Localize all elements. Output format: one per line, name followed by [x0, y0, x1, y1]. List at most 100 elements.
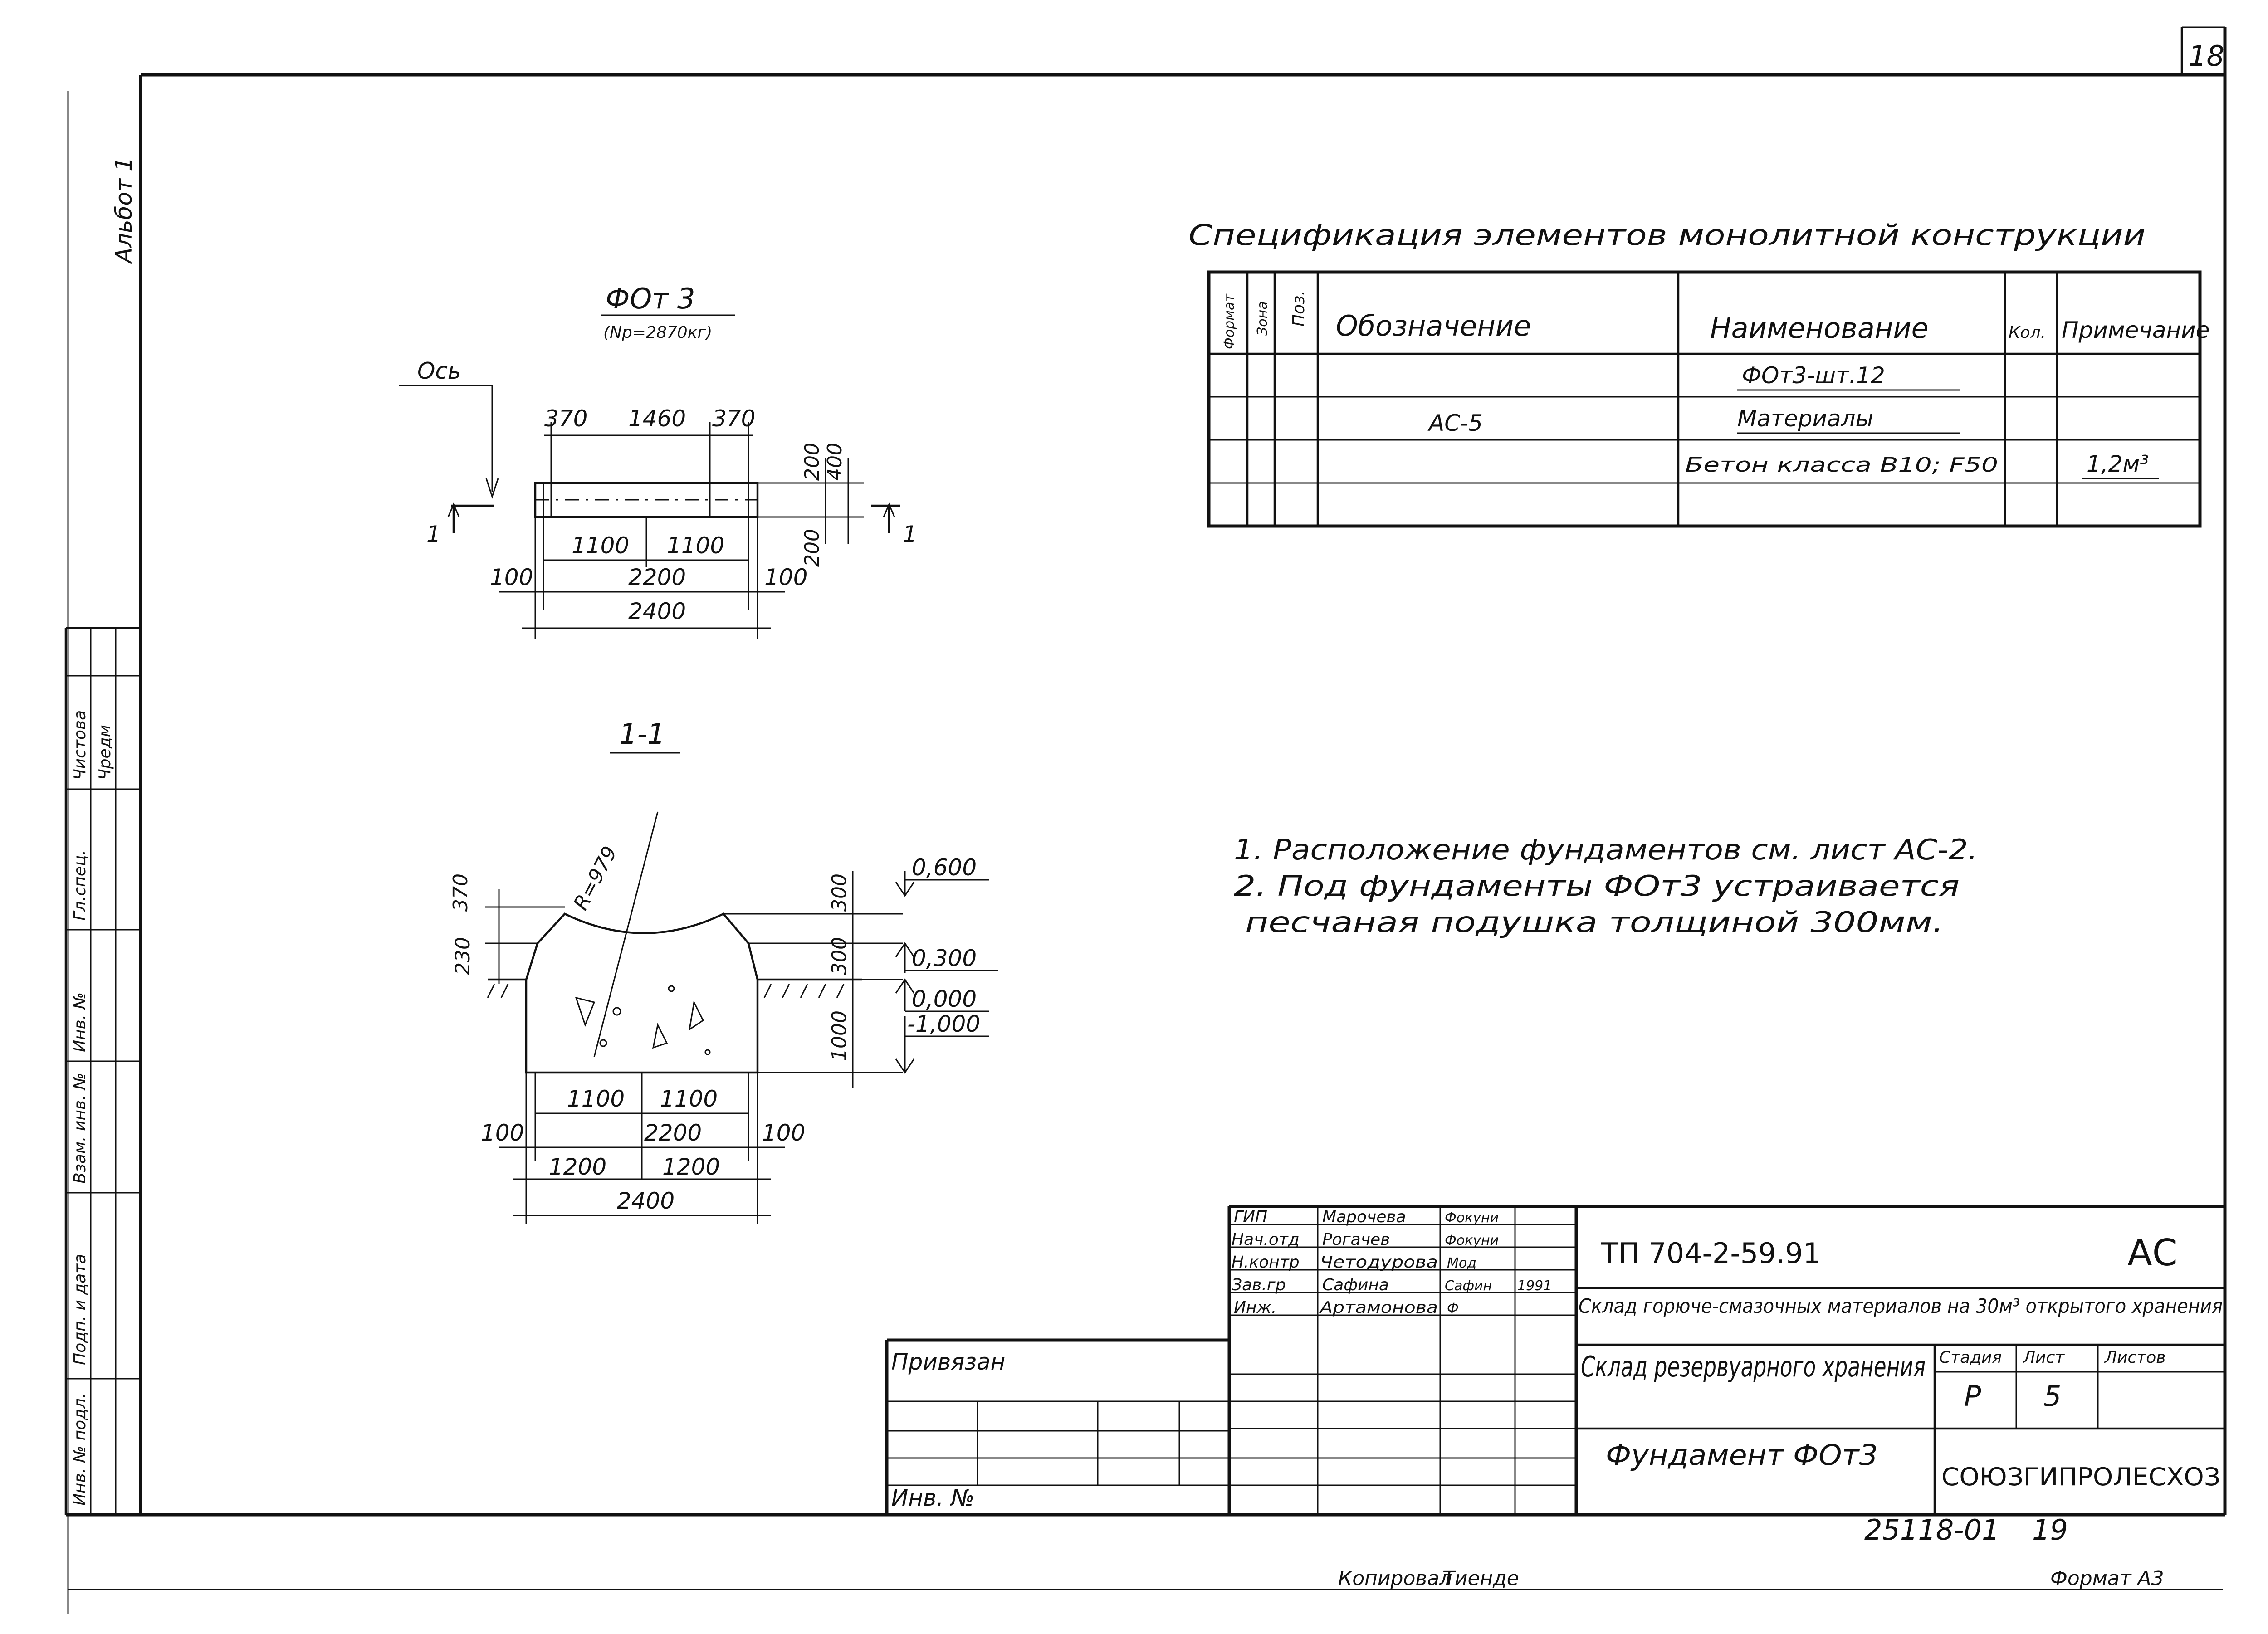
copied-label: Копировал	[1338, 1567, 1452, 1590]
spec-header-note: Примечание	[2062, 317, 2209, 343]
section-dim-b2-3: 100	[762, 1120, 805, 1146]
page-number: 18	[2189, 39, 2224, 73]
stamp-sheet-label: Лист	[2022, 1348, 2065, 1367]
inv-no-label: Инв. №	[891, 1485, 974, 1511]
stamp-sign-3: Мод	[1447, 1255, 1476, 1271]
level-1: 0,600	[912, 854, 977, 881]
section-dim-b1-1: 1100	[567, 1086, 625, 1112]
stamp-name-1: Марочева	[1322, 1208, 1406, 1226]
plan-title: ФОт 3	[606, 282, 695, 315]
radius-label: R=979	[569, 843, 622, 914]
doc-number: 25118-01	[1864, 1513, 2000, 1546]
stamp-role-5: Инж.	[1234, 1298, 1276, 1317]
plan-dim-top-3: 370	[712, 405, 755, 432]
privyazan-label: Привязан	[891, 1349, 1005, 1375]
plan-dim-right-2: 400	[823, 443, 846, 481]
stamp-drawing-title: Фундамент ФОт3	[1606, 1439, 1878, 1472]
left-strip: Инв. № подл. Подп. и дата Взам. инв. № И…	[64, 627, 141, 1515]
stamp-sign-1: Фокуни	[1445, 1210, 1499, 1226]
album-label: Альбот 1	[111, 157, 137, 264]
section-dim-b1-2: 1100	[660, 1086, 718, 1112]
section-mark-right: 1	[903, 521, 917, 547]
note-1: 1. Расположение фундаментов см. лист АС-…	[1234, 833, 1978, 866]
stamp-sign-2: Фокуни	[1445, 1233, 1499, 1249]
plan-dim-top-2: 1460	[628, 405, 686, 432]
stamp-role-3: Н.контр	[1232, 1253, 1300, 1272]
plan-dim-b2-1: 100	[490, 564, 533, 590]
stamp-role-2: Нач.отд	[1232, 1230, 1300, 1249]
spec-row-2-name: Материалы	[1737, 405, 1873, 432]
plan-view: ФОт 3 (Np=2870кг) Ось 1 1 370 1460 370	[399, 282, 917, 639]
level-3: 0,000	[912, 986, 977, 1012]
level-4: -1,000	[907, 1011, 980, 1037]
copied-signature: Тиенде	[1442, 1567, 1519, 1590]
section-mark-left: 1	[426, 521, 441, 547]
spec-title: Спецификация элементов монолитной констр…	[1188, 219, 2146, 252]
section-dim-left-1: 370	[449, 873, 472, 912]
section-dim-b2-2: 2200	[644, 1120, 702, 1146]
section-dim-right-3: 1000	[828, 1010, 851, 1061]
spec-header-pos: Поз.	[1290, 290, 1308, 327]
plan-dim-right-3: 200	[801, 529, 824, 567]
strip-label-7: Чредм	[96, 725, 114, 780]
section-view: 1-1 R=979 370 230	[449, 717, 998, 1224]
spec-header-zone: Зона	[1255, 301, 1271, 336]
plan-dim-b1-1: 1100	[572, 532, 629, 559]
stamp-sheet: 5	[2043, 1380, 2061, 1413]
sheet-frame	[66, 26, 2227, 1614]
plan-dim-top-1: 370	[544, 405, 587, 432]
strip-label-3: Взам. инв. №	[71, 1073, 89, 1184]
plan-dim-b1-2: 1100	[667, 532, 724, 559]
stamp-stage: Р	[1964, 1380, 1981, 1413]
stamp-sign-5: Ф	[1447, 1301, 1459, 1317]
title-block: Привязан Инв. № ГИП Марочева Фокуни Нач.…	[885, 1205, 2225, 1515]
stamp-sheets-label: Листов	[2104, 1348, 2165, 1367]
stamp-name-5: Артамонова	[1319, 1298, 1438, 1317]
stamp-stage-label: Стадия	[1939, 1348, 2002, 1367]
strip-label-6: Чистова	[71, 710, 89, 780]
axis-label: Ось	[417, 358, 461, 384]
strip-label-1: Инв. № подл.	[71, 1393, 89, 1506]
stamp-name-2: Рогачев	[1322, 1230, 1390, 1249]
section-dim-right-2: 300	[828, 937, 851, 975]
stamp-mark: АС	[2127, 1232, 2178, 1274]
stamp-organization: СОЮЗГИПРОЛЕСХОЗ	[1941, 1463, 2220, 1491]
section-dim-b3-1: 1200	[549, 1154, 606, 1180]
spec-row-3-name: Бетон класса В10; F50	[1685, 454, 1998, 477]
plan-dim-b3-1: 2400	[628, 598, 686, 624]
stamp-name-4: Сафина	[1322, 1276, 1389, 1294]
stamp-building-title: Склад резервуарного хранения	[1581, 1350, 1926, 1383]
format-label: Формат А3	[2050, 1567, 2164, 1590]
note-3: песчаная подушка толщиной 300мм.	[1245, 906, 1944, 939]
section-dim-b4-1: 2400	[617, 1188, 675, 1214]
spec-row-2-designation: АС-5	[1427, 410, 1483, 436]
section-dim-left-2: 230	[451, 937, 474, 975]
notes: 1. Расположение фундаментов см. лист АС-…	[1234, 833, 1978, 939]
plan-dim-right-1: 200	[801, 443, 824, 481]
section-dim-right-1: 300	[828, 873, 851, 912]
spec-row-3-note: 1,2м³	[2087, 451, 2149, 477]
spec-row-1-name: ФОт3-шт.12	[1742, 362, 1885, 389]
spec-table: Спецификация элементов монолитной констр…	[1188, 219, 2209, 528]
stamp-sign-4: Сафин	[1445, 1278, 1492, 1294]
stamp-role-4: Зав.гр	[1232, 1276, 1286, 1294]
stamp-project-title: Склад горюче-смазочных материалов на 30м…	[1579, 1295, 2223, 1318]
spec-header-qty: Кол.	[2009, 323, 2046, 342]
stamp-date-4: 1991	[1517, 1278, 1552, 1294]
strip-label-4: Инв. №	[71, 992, 89, 1052]
plan-dim-b2-3: 100	[764, 564, 807, 590]
section-title: 1-1	[619, 717, 665, 751]
section-dim-b2-1: 100	[481, 1120, 524, 1146]
spec-header-format: Формат	[1222, 293, 1237, 349]
note-2: 2. Под фундаменты ФОт3 устраивается	[1234, 869, 1960, 902]
doc-number-sheet: 19	[2032, 1513, 2068, 1546]
stamp-role-1: ГИП	[1234, 1208, 1267, 1226]
strip-label-2: Подп. и дата	[71, 1254, 89, 1365]
strip-label-5: Гл.спец.	[71, 850, 89, 921]
stamp-name-3: Четодурова	[1320, 1253, 1438, 1272]
section-dim-b3-2: 1200	[662, 1154, 720, 1180]
level-2: 0,300	[912, 945, 977, 971]
spec-header-designation: Обозначение	[1336, 309, 1531, 342]
plan-subtitle: (Np=2870кг)	[603, 323, 712, 342]
